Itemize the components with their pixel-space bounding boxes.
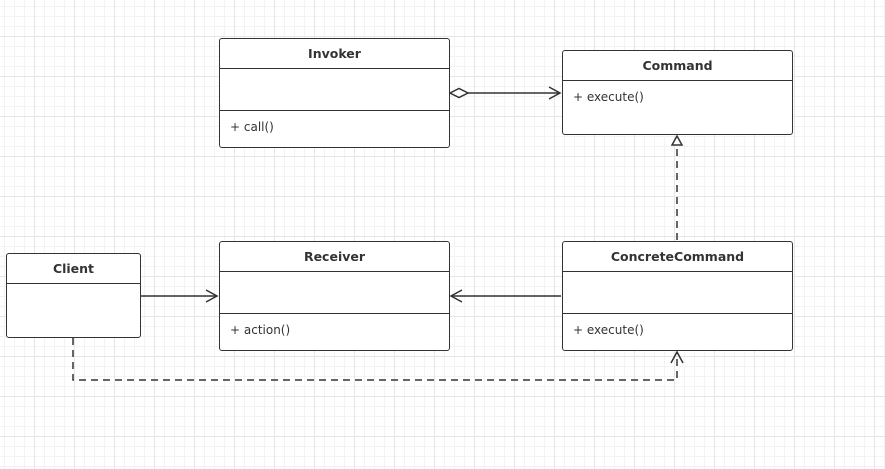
invoker-attributes	[220, 69, 449, 111]
receiver-class-name: Receiver	[220, 242, 449, 272]
concretecommand-method: + execute()	[573, 323, 644, 337]
receiver-class[interactable]: Receiver + action()	[219, 241, 450, 351]
concretecommand-attributes	[563, 272, 792, 314]
invoker-method: + call()	[230, 120, 274, 134]
receiver-methods: + action()	[220, 314, 449, 350]
concretecommand-class[interactable]: ConcreteCommand + execute()	[562, 241, 793, 351]
command-class-name: Command	[563, 51, 792, 81]
receiver-method: + action()	[230, 323, 291, 337]
invoker-methods: + call()	[220, 111, 449, 147]
command-methods: + execute()	[563, 81, 792, 134]
concretecommand-class-name: ConcreteCommand	[563, 242, 792, 272]
client-body	[7, 284, 140, 337]
receiver-attributes	[220, 272, 449, 314]
invoker-class[interactable]: Invoker + call()	[219, 38, 450, 148]
concretecommand-methods: + execute()	[563, 314, 792, 350]
command-method: + execute()	[573, 90, 644, 104]
client-class[interactable]: Client	[6, 253, 141, 338]
invoker-class-name: Invoker	[220, 39, 449, 69]
client-class-name: Client	[7, 254, 140, 284]
command-class[interactable]: Command + execute()	[562, 50, 793, 135]
client-concretecommand-dependency	[72, 338, 684, 381]
